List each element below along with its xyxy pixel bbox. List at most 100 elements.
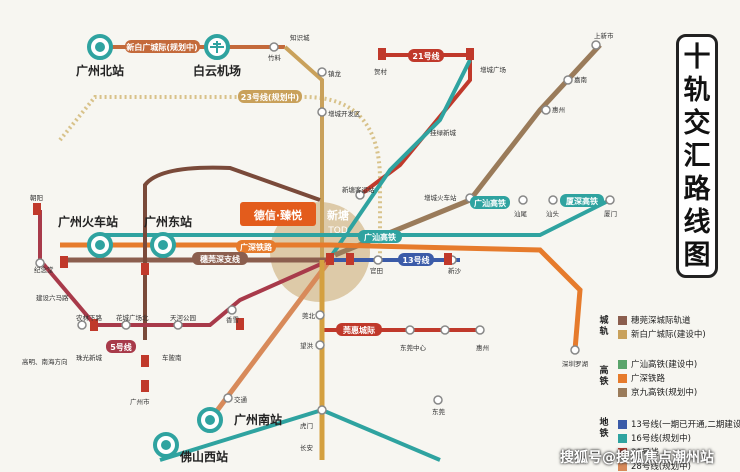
legend-item: 28号线(规划中) (618, 460, 691, 472)
station-dots (35, 40, 615, 415)
hub-name: 新塘 (327, 208, 349, 222)
st-shuyuan: 朝阳 (30, 193, 43, 202)
st-zhucun: 竹料 (268, 53, 282, 62)
legend-swatch (618, 373, 627, 383)
legend-swatch (618, 419, 627, 429)
legend-label: 广汕高铁(建设中) (631, 360, 698, 370)
st-jianshe: 建设六马路 (36, 293, 69, 302)
map-title: 十 轨 交 汇 路 线 图 (683, 42, 711, 271)
legend-label: 穗莞深城际轨道 (631, 316, 691, 326)
legend-swatch (618, 359, 627, 369)
st-chengan: 长安 (300, 443, 314, 452)
st-nongke: 农林下路 (76, 313, 103, 322)
label-xinbai: 新白广城际(规划中) (126, 42, 197, 52)
legend-group-intercity: 城轨 (599, 316, 609, 337)
legend-item: 广深铁路 (618, 372, 665, 384)
st-dongguan: 东莞 (432, 407, 446, 416)
st-shangxinshi: 上新市 (594, 31, 614, 40)
label-l5: 5号线 (110, 342, 132, 352)
line-guangshan (100, 198, 611, 237)
legend-swatch (618, 461, 627, 471)
label-foshan-west: 佛山西站 (179, 449, 228, 464)
st-huacheng: 花城广场北 (116, 313, 149, 322)
st-xinsha: 新沙 (448, 266, 462, 275)
legend-label: 广深铁路 (631, 374, 666, 384)
st-xiangxue: 香雪 (226, 315, 239, 324)
legend-label: 16号线(规划中) (631, 434, 691, 444)
legend-swatch (618, 433, 627, 443)
legend-item: 16号线(规划中) (618, 432, 691, 444)
project-name: 德信·臻悦 (253, 208, 302, 222)
st-xingfu: 望洪 (300, 341, 314, 350)
label-guangshan: 广汕高铁 (474, 198, 506, 208)
line-16 (328, 59, 472, 260)
hub-sub: TOD (327, 226, 348, 236)
watermark: 搜狐号@搜狐焦点潮州站 (560, 450, 714, 466)
st-guanbei: 莞北 (302, 311, 316, 320)
st-kfq: 增城开发区 (328, 109, 361, 118)
st-huizhou2: 惠州 (476, 343, 489, 352)
label-guangshen: 广深铁路 (240, 242, 273, 252)
label-l13: 13号线 (402, 255, 429, 265)
label-suiguan: 穗莞深支线 (199, 254, 240, 264)
legend-item: 穗莞深城际轨道 (618, 314, 691, 326)
label-l21: 21号线 (412, 51, 439, 61)
st-gz-shi: 广州市 (130, 397, 150, 406)
label-airport: 白云机场 (193, 63, 241, 78)
st-gaoming: 高明、南海方向 (22, 357, 68, 366)
label-xiashen: 厦深高铁 (566, 196, 598, 206)
st-keyun: 新塘客运站 (342, 185, 375, 194)
legend-swatch (618, 387, 627, 397)
st-chebei: 车陂南 (162, 353, 182, 362)
label-gz-south: 广州南站 (234, 412, 282, 427)
st-jinianmu: 纪念堂 (34, 265, 54, 274)
legend-swatch (618, 329, 627, 339)
legend-swatch (618, 447, 627, 457)
st-luohu: 深圳罗湖 (562, 359, 589, 368)
st-shanwei: 汕尾 (514, 209, 528, 218)
st-jiangnan: 嘉南 (574, 75, 588, 84)
label-gz-east: 广州东站 (144, 214, 192, 229)
line-23 (58, 95, 382, 260)
legend-item: 新白广城际(建设中) (618, 328, 706, 340)
legend-label: 新白广城际(建设中) (631, 330, 706, 340)
legend-group-metro: 地铁 (599, 418, 609, 439)
line-20 (143, 165, 321, 340)
label-l23: 23号线(规划中) (241, 92, 299, 102)
line-5 (38, 210, 331, 327)
legend-swatch (618, 315, 627, 325)
st-zhiye: 知识城 (290, 33, 310, 42)
title-box: 十 轨 交 汇 路 线 图 (676, 34, 718, 278)
legend-label: 京九高铁(规划中) (631, 388, 698, 398)
legend-item: 京九高铁(规划中) (618, 386, 697, 398)
station-icon-gz-north (87, 34, 113, 60)
legend-group-highspeed: 高铁 (599, 366, 609, 387)
st-zhenlong: 镇龙 (328, 69, 342, 78)
station-icon-gz-rail (87, 232, 113, 258)
st-guantian: 官田 (370, 266, 383, 275)
st-humen: 虎门 (300, 421, 313, 430)
st-dgzx: 东莞中心 (400, 343, 427, 352)
st-huizhou: 惠州 (552, 105, 565, 114)
legend-item: 21号线 (618, 446, 659, 458)
legend-label: 28号线(规划中) (631, 462, 691, 472)
legend-item: 13号线(一期已开通,二期建设中) (618, 418, 740, 430)
st-jiaotong: 交通 (234, 395, 248, 404)
station-icon-gz-east (150, 232, 176, 258)
legend-item: 广汕高铁(建设中) (618, 358, 697, 370)
metro-markers (33, 48, 474, 392)
legend-label: 13号线(一期已开通,二期建设中) (631, 420, 740, 430)
st-hcz: 增城火车站 (424, 193, 457, 202)
st-xiamen: 厦门 (604, 209, 617, 218)
project-banner (240, 202, 316, 226)
station-icon-foshan-west (153, 432, 179, 458)
st-shantou: 汕头 (546, 209, 560, 218)
airport-icon (204, 34, 230, 60)
st-hekou: 贺村 (374, 67, 388, 76)
st-guadi: 挂绿新城 (430, 128, 457, 137)
line-21 (358, 53, 472, 197)
legend-label: 21号线 (631, 448, 659, 458)
st-tianhe: 天河公园 (170, 314, 196, 322)
st-zhujiang: 珠光新城 (76, 353, 103, 362)
